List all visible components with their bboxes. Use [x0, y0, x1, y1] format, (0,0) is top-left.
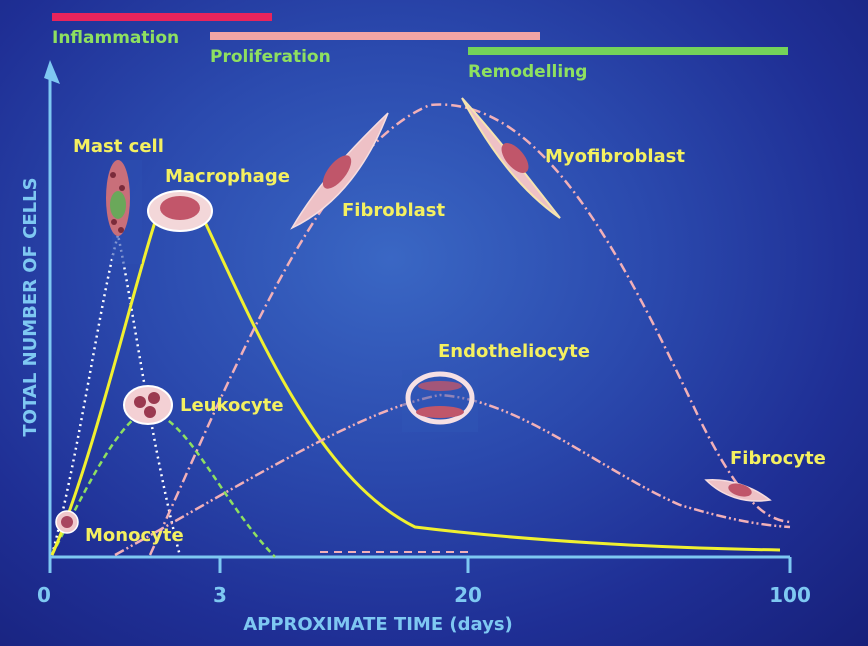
x-tick-label-100: 100	[769, 583, 811, 607]
monocyte-label: Monocyte	[85, 525, 184, 546]
x-tick-label-3: 3	[213, 583, 227, 607]
x-tick-label-20: 20	[454, 583, 482, 607]
inflammation-label: Inflammation	[52, 28, 179, 48]
endotheliocyte-label: Endotheliocyte	[438, 341, 590, 362]
x-tick-label-0: 0	[37, 583, 51, 607]
proliferation-bar	[210, 32, 540, 40]
fibrocyte-label: Fibrocyte	[730, 448, 826, 469]
macrophage-label: Macrophage	[165, 166, 290, 187]
leukocyte-label: Leukocyte	[180, 395, 284, 416]
macrophage-image	[147, 190, 213, 232]
leukocyte-curve	[50, 408, 276, 558]
endotheliocyte-curve	[114, 393, 791, 557]
monocyte-image	[55, 510, 79, 534]
mast-cell-image	[106, 160, 142, 264]
myofibroblast-image	[461, 97, 561, 219]
proliferation-label: Proliferation	[210, 47, 331, 67]
endotheliocyte-image	[402, 370, 478, 432]
remodelling-label: Remodelling	[468, 62, 587, 82]
y-axis-arrowhead	[44, 60, 60, 84]
mast-cell-label: Mast cell	[73, 136, 164, 157]
fibroblast-label: Fibroblast	[342, 200, 446, 221]
x-axis-title: APPROXIMATE TIME (days)	[243, 614, 513, 635]
inflammation-bar	[52, 13, 272, 21]
fibroblast-curve	[148, 103, 791, 556]
leukocyte-image	[123, 385, 173, 425]
macrophage-curve	[50, 220, 781, 556]
myofibroblast-label: Myofibroblast	[545, 146, 685, 167]
y-axis-title: TOTAL NUMBER OF CELLS	[20, 177, 41, 436]
remodelling-bar	[468, 47, 788, 55]
fibrocyte-image	[704, 479, 772, 502]
fibroblast-image	[290, 112, 389, 230]
